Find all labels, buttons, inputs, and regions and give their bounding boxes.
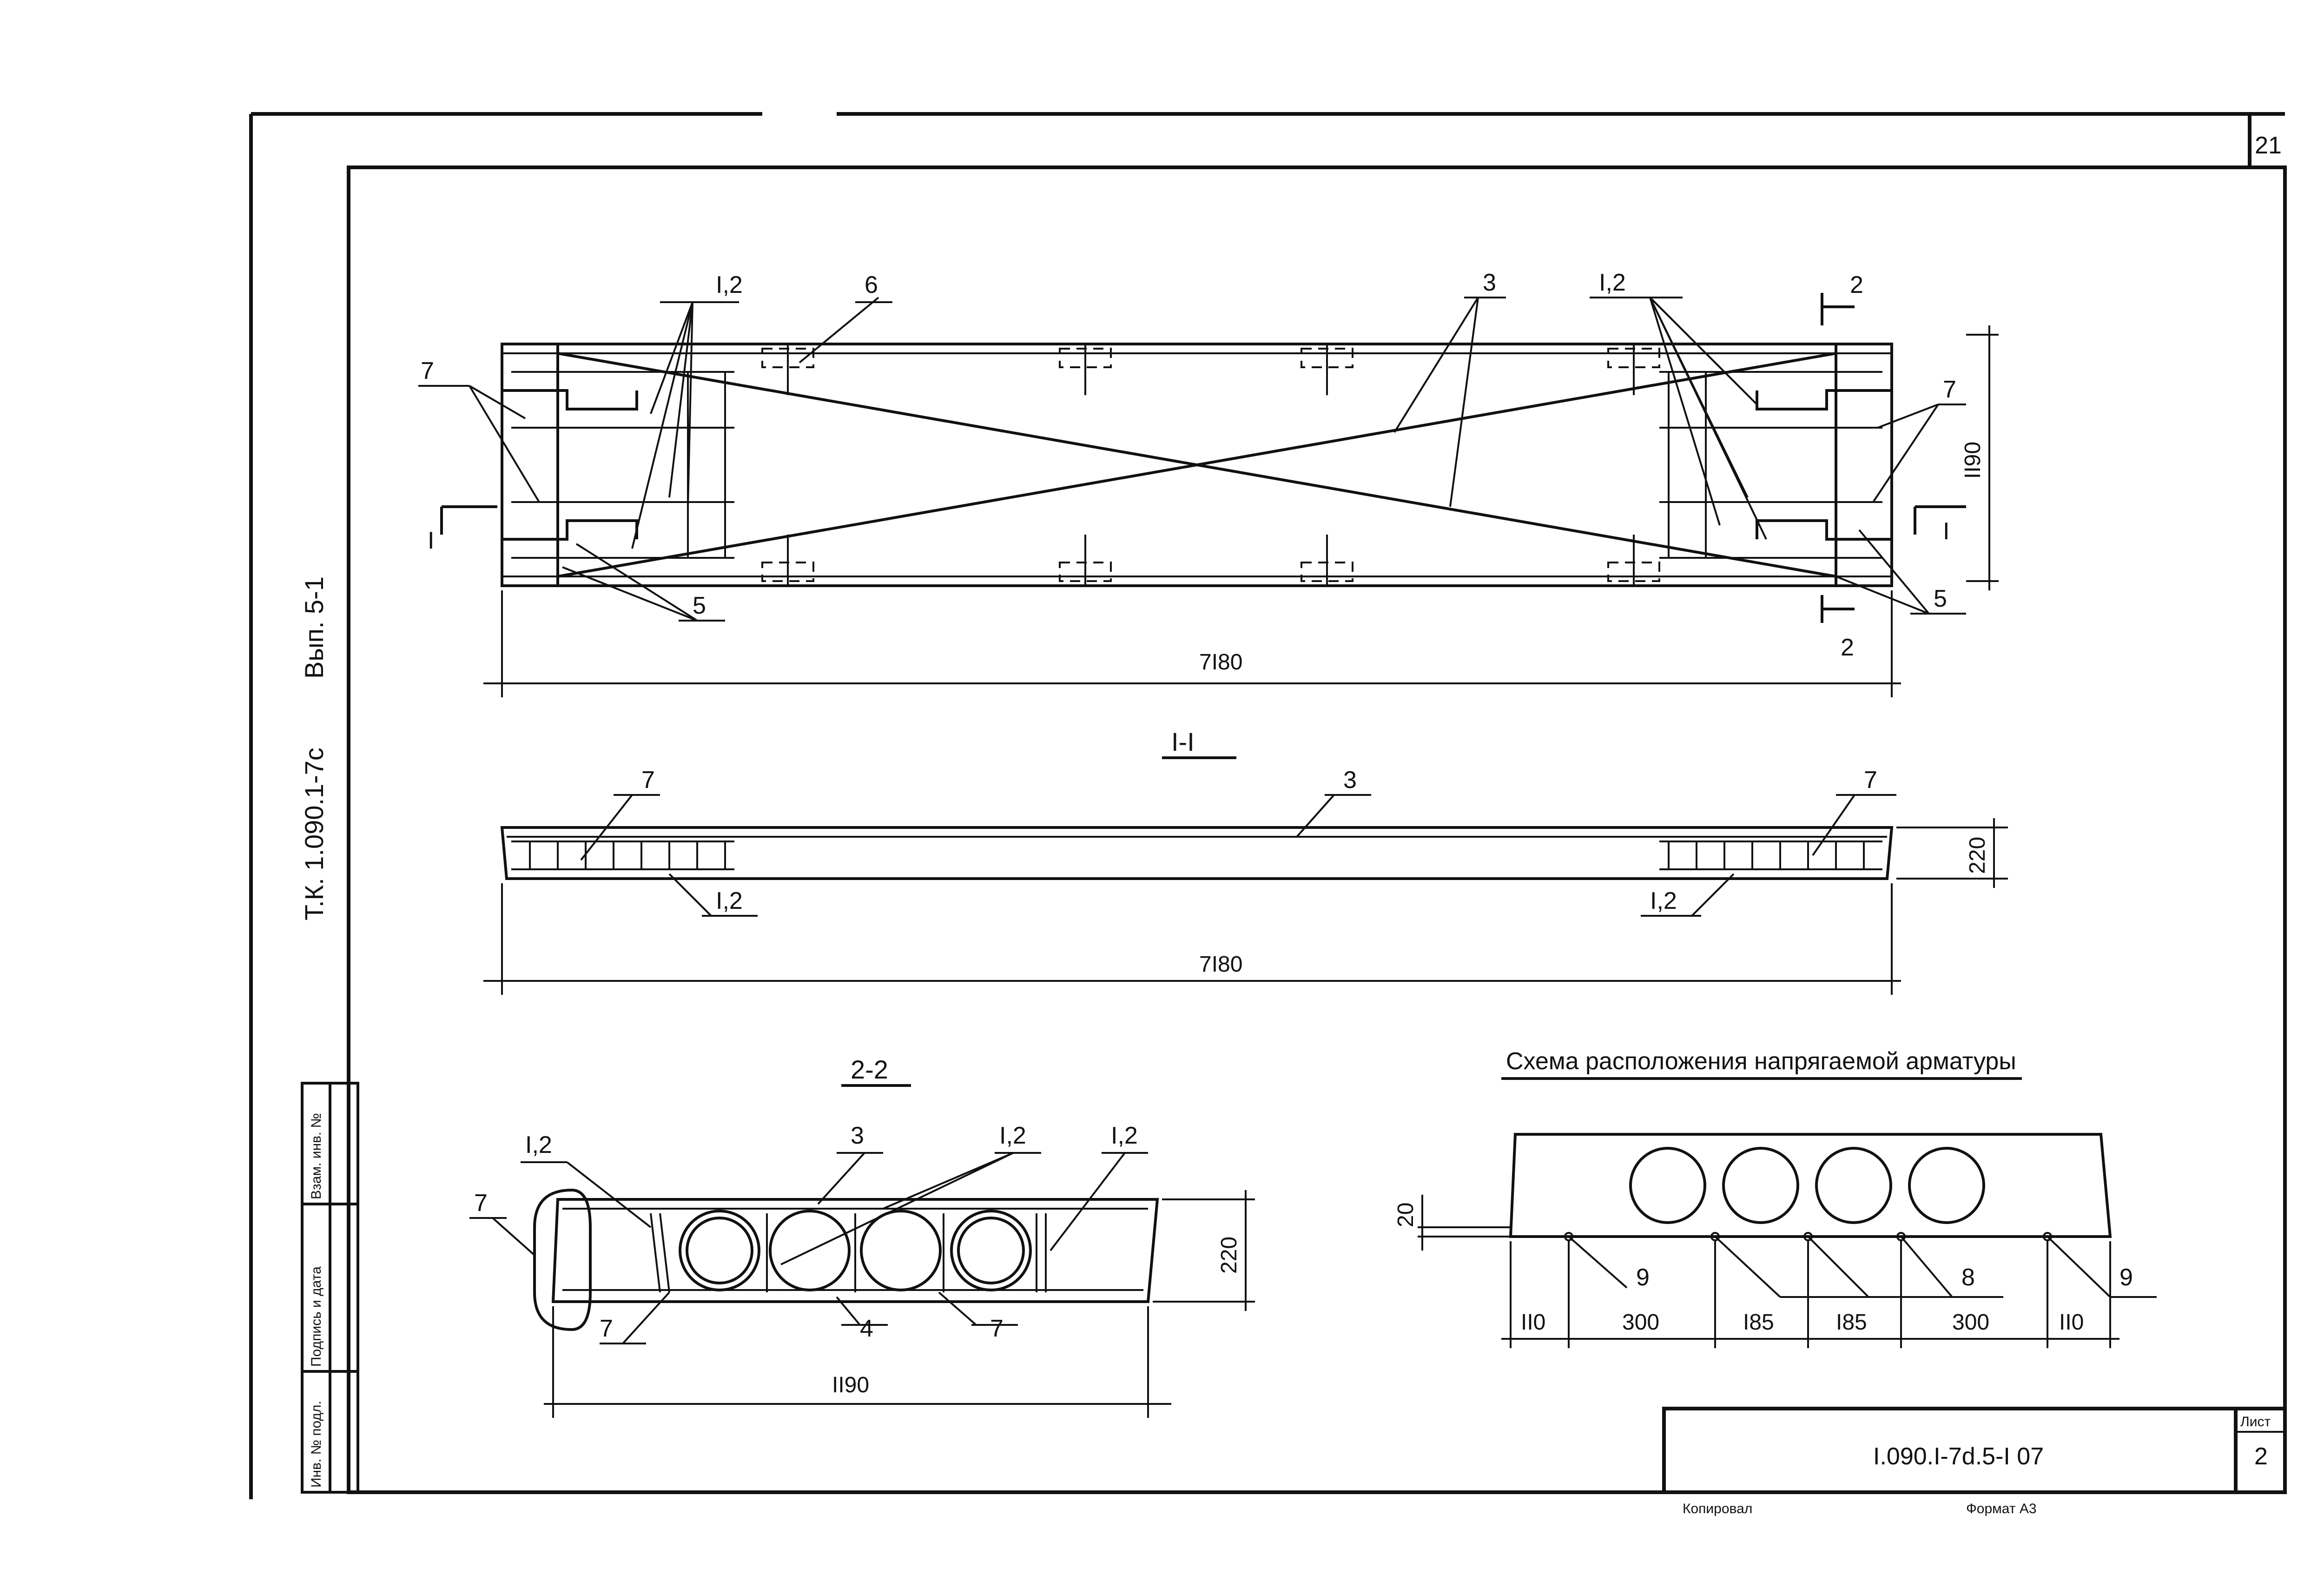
plan-label-7-left: 7 [421,357,434,384]
scheme-label-9-left: 9 [1636,1264,1650,1291]
section-2-label-7-br: 7 [990,1315,1004,1342]
scheme-spacing-5: 300 [1952,1310,1989,1335]
side-stamp-code: Т.К. 1.090.1-7с [299,748,329,920]
section-2-label-12-left: I,2 [525,1132,552,1158]
section-2-height-dim: 220 [1217,1237,1241,1274]
plan-label-5-right: 5 [1934,585,1947,612]
section-2-title: 2-2 [851,1055,888,1084]
sheet-frame [249,112,2287,1499]
sheet-number: 2 [2254,1443,2268,1470]
scheme-offset-dim: 20 [1393,1203,1418,1227]
section-2-width-dim: II90 [832,1373,869,1397]
scheme-spacing-6: II0 [2059,1310,2084,1335]
side-stamp: Т.К. 1.090.1-7с Вып. 5-1 [299,576,329,920]
side-table-sign: Подпись и дата [309,1266,324,1367]
sheet-label: Лист [2240,1414,2271,1429]
plan-length-dim: 7I80 [1199,650,1242,675]
section-2-view: 2-2 [469,1055,1255,1418]
plan-width-dim: II90 [1961,442,1985,479]
section-1-label-3: 3 [1343,767,1357,794]
section-1-view: I-I [483,727,2008,995]
section-2-label-3: 3 [851,1122,864,1149]
section-1-title: I-I [1171,727,1195,756]
section-2-label-12-right: I,2 [1111,1122,1138,1149]
section-1-label-12-left: I,2 [716,887,743,914]
section-2-label-7-bl: 7 [600,1315,613,1342]
plan-label-12-right: I,2 [1599,269,1626,296]
scheme-title: Схема расположения напрягаемой арматуры [1506,1048,2016,1075]
plan-label-3: 3 [1483,269,1496,296]
section-2-label-4: 4 [860,1315,873,1342]
tendon-scheme: Схема расположения напрягаемой арматуры … [1393,1048,2157,1348]
title-block: I.090.I-7d.5-I 07 Лист 2 Копировал Форма… [1662,1407,2287,1516]
plan-label-7-right: 7 [1943,376,1956,403]
plan-cut-2-top: 2 [1850,271,1863,298]
title-code: I.090.I-7d.5-I 07 [1873,1443,2044,1470]
section-2-label-7-outer: 7 [474,1190,488,1217]
plan-cut-2-bottom: 2 [1841,634,1854,661]
side-stamp-issue: Вып. 5-1 [299,576,329,679]
section-2-label-12-mid: I,2 [999,1122,1026,1149]
plan-label-6: 6 [865,271,878,298]
plan-cut-I-left: I [428,527,434,554]
plan-label-12-left: I,2 [716,271,743,298]
section-1-label-7-left: 7 [641,767,655,794]
section-1-height-dim: 220 [1965,837,1990,874]
format-label: Формат А3 [1966,1501,2037,1516]
section-1-label-7-right: 7 [1864,767,1877,794]
page-number: 21 [2255,132,2282,159]
section-1-label-12-right: I,2 [1650,887,1677,914]
side-table-inv: Инв. № подл. [309,1401,324,1488]
scheme-label-9-right: 9 [2119,1264,2133,1291]
side-table: Инв. № подл. Подпись и дата Взам. инв. № [301,1082,359,1494]
scheme-spacing-2: 300 [1622,1310,1659,1335]
copied-label: Копировал [1683,1501,1752,1516]
scheme-spacing-4: I85 [1836,1310,1867,1335]
scheme-label-8: 8 [1961,1264,1975,1291]
side-table-replace: Взам. инв. № [309,1113,324,1199]
section-1-length-dim: 7I80 [1199,952,1242,977]
plan-view: 7I80 II90 I,2 6 3 I,2 7 7 5 5 I I 2 2 [418,269,1999,697]
scheme-spacing-3: I85 [1743,1310,1774,1335]
plan-cut-I-right: I [1943,518,1949,545]
scheme-spacing-1: II0 [1521,1310,1545,1335]
plan-label-5-left: 5 [693,592,706,619]
